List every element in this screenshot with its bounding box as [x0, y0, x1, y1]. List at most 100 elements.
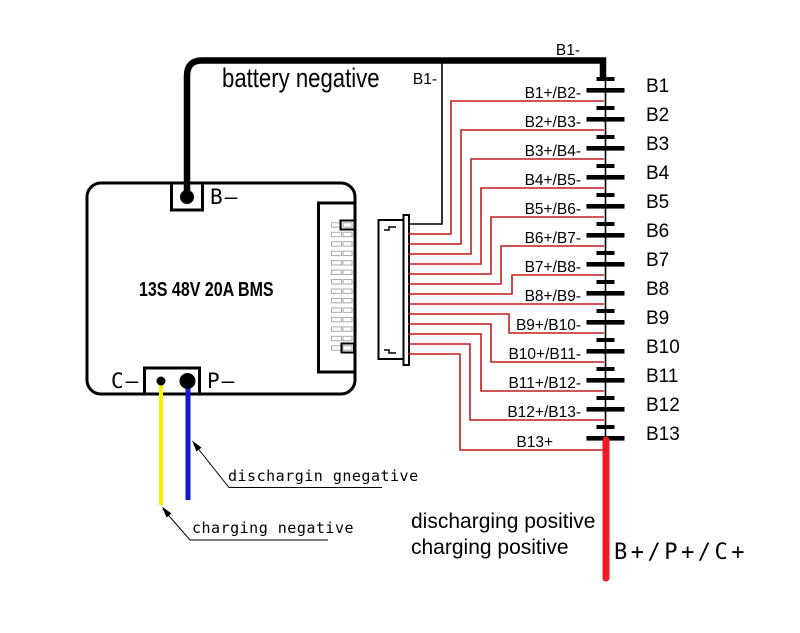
sense-wire-label-10: B10+/B11-	[508, 345, 581, 363]
pin-contact-b	[342, 345, 353, 351]
charging-negative-arrow-icon	[162, 506, 172, 518]
sense-wires	[408, 100, 606, 451]
pin-contact-b	[342, 307, 353, 313]
cell-neg-plate-B5	[596, 193, 615, 197]
cell-label-B9: B9	[646, 308, 670, 329]
pin-contact-a	[331, 231, 342, 238]
pin-contact-a	[331, 260, 342, 266]
bms-board	[85, 181, 357, 396]
sense-wire-path-10	[408, 323, 604, 363]
pin-contact-b	[342, 231, 353, 238]
cell-neg-plate-B1	[596, 77, 615, 81]
cell-pos-plate-B10	[586, 349, 625, 354]
socket-pin1-marker	[339, 219, 357, 231]
plug-latch-top	[384, 226, 396, 231]
bms-model-label: 13S 48V 20A BMS	[139, 279, 274, 301]
cell-label-B7: B7	[646, 250, 670, 271]
sense-wire-label-7: B7+/B8-	[524, 258, 581, 276]
pin-contact-b	[342, 297, 353, 304]
battery-negative-label: battery negative	[222, 63, 380, 93]
pin-contact-b	[342, 326, 353, 332]
sense-wire-path-11	[408, 333, 604, 392]
p-minus-pad	[179, 373, 196, 389]
cell-pos-plate-B4	[586, 175, 625, 180]
pin-contact-a	[331, 345, 342, 351]
plug-body	[377, 219, 405, 360]
leader-lines	[162, 440, 382, 541]
cell-neg-plate-B3	[596, 135, 615, 139]
cell-label-B3: B3	[646, 134, 670, 155]
cell-label-B10: B10	[646, 337, 680, 358]
sense-wire-path-7	[408, 274, 604, 295]
pin-contact-a	[331, 241, 342, 247]
pin-contact-b	[342, 222, 353, 228]
sense-wire-path-4	[408, 187, 604, 265]
cell-label-B8: B8	[646, 279, 670, 300]
cell-pos-plate-B5	[586, 204, 625, 209]
sense-wire-label-5: B5+/B6-	[524, 200, 581, 218]
pin-contact-a	[331, 250, 342, 257]
pin-contact-a	[331, 326, 342, 332]
cell-label-B2: B2	[646, 105, 670, 126]
sense-wire-label-13: B13+	[516, 433, 553, 451]
charging-negative-label: charging negative	[192, 519, 355, 537]
b1-minus-branch-label: B1-	[412, 71, 437, 88]
cell-label-B5: B5	[646, 192, 670, 213]
cell-neg-plate-B2	[596, 106, 615, 110]
socket-pin14-marker	[340, 342, 355, 354]
sense-wire-label-11: B11+/B12-	[508, 374, 581, 392]
cell-neg-plate-B8	[596, 280, 615, 284]
discharging-negative-label: dischargin gnegative	[228, 467, 419, 485]
sense-wire-label-6: B6+/B7-	[524, 229, 581, 247]
discharging-negative-arrow-icon	[192, 440, 202, 452]
sense-wire-label-9: B9+/B10-	[515, 316, 581, 334]
plug-connector	[377, 214, 410, 366]
pin-contact-b	[342, 279, 353, 285]
sense-wire-label-12: B12+/B13-	[507, 403, 581, 421]
cell-pos-plate-B12	[586, 407, 625, 412]
b1-sense-wire	[408, 61, 443, 225]
pin-contact-a	[331, 316, 342, 323]
cell-neg-plate-B12	[596, 396, 615, 400]
terminal-pads	[156, 190, 196, 389]
discharging-positive-label: discharging positive	[411, 510, 596, 533]
sense-wire-path-2	[408, 129, 604, 245]
sense-wire-path-13	[408, 353, 606, 451]
cell-pos-plate-B7	[586, 262, 625, 267]
cell-neg-plate-B4	[596, 164, 615, 168]
pin-contact-a	[331, 269, 342, 276]
cell-label-B11: B11	[646, 366, 679, 387]
cell-neg-plate-B13	[596, 425, 615, 429]
combined-positive-label: B+/P+/C+	[614, 540, 748, 565]
cell-pos-plate-B9	[586, 320, 625, 325]
cell-neg-plate-B10	[596, 338, 615, 342]
cell-label-B1: B1	[646, 76, 670, 97]
pin-contact-a	[331, 307, 342, 313]
c-minus-pad	[156, 376, 166, 386]
pin-contact-b	[342, 241, 353, 247]
sense-wire-path-12	[408, 343, 604, 421]
discharging-negative-leader	[195, 445, 382, 488]
sense-wire-label-8: B8+/B9-	[524, 287, 581, 305]
pin-contact-b	[342, 316, 353, 323]
b1-minus-top-label: B1-	[555, 42, 580, 59]
sense-wire-path-9	[408, 313, 604, 334]
pin-contact-b	[342, 269, 353, 276]
pin-contact-b	[342, 335, 353, 342]
cell-label-B13: B13	[646, 424, 680, 445]
sense-wire-label-3: B3+/B4-	[524, 142, 581, 160]
cell-label-B12: B12	[646, 395, 680, 416]
sense-wire-path-3	[408, 158, 604, 255]
sense-wire-label-4: B4+/B5-	[524, 171, 581, 189]
cell-pos-plate-B2	[586, 117, 625, 122]
plug-pin-plate	[402, 214, 410, 366]
cell-neg-plate-B9	[596, 309, 615, 313]
cell-pos-plate-B6	[586, 233, 625, 238]
charging-positive-label: charging positive	[411, 536, 569, 559]
sense-wire-path-1	[408, 100, 604, 235]
b-minus-label: B—	[210, 185, 240, 209]
cell-pos-plate-B3	[586, 146, 625, 151]
pin-contact-a	[331, 297, 342, 304]
